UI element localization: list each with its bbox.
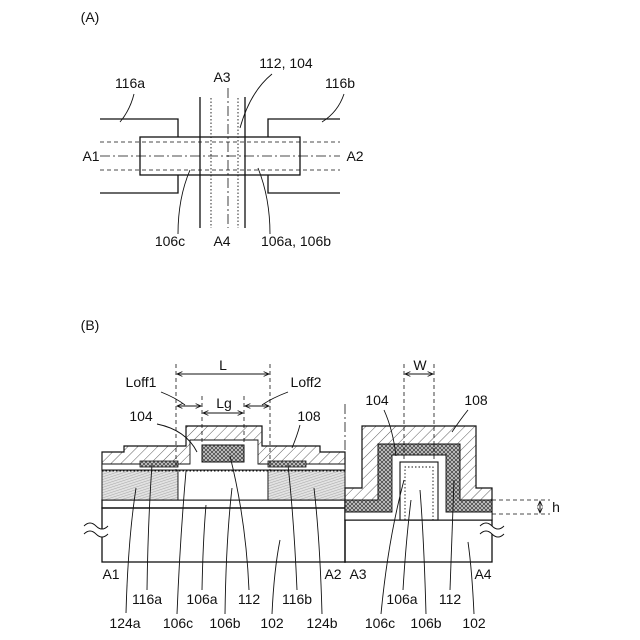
leader-102-right — [468, 542, 474, 614]
label-b-a3: A3 — [349, 566, 366, 582]
label-102-right: 102 — [462, 615, 486, 631]
label-106a-106b: 106a, 106b — [261, 233, 331, 249]
label-104-right: 104 — [365, 392, 389, 408]
label-106c: 106c — [155, 233, 185, 249]
label-106a-left: 106a — [186, 591, 217, 607]
label-116b: 116b — [325, 75, 355, 91]
electrode-116a-bar — [140, 461, 178, 467]
label-a1: A1 — [82, 148, 99, 164]
label-106b-right: 106b — [410, 615, 441, 631]
region-106b-left — [178, 470, 268, 500]
label-dim-lg: Lg — [216, 395, 232, 411]
label-108-right: 108 — [464, 392, 488, 408]
panel-b-label: (B) — [81, 317, 100, 333]
label-102-left: 102 — [260, 615, 284, 631]
label-116a: 116a — [115, 75, 145, 91]
label-b-a4: A4 — [474, 566, 491, 582]
label-112-left: 112 — [238, 591, 261, 607]
fin-106-right — [400, 462, 438, 520]
leader-106b-left — [225, 488, 232, 614]
label-dim-l: L — [219, 357, 227, 373]
gate-112-left — [202, 445, 244, 462]
region-124a — [102, 470, 178, 500]
leader-106c — [178, 170, 190, 234]
region-124b — [268, 470, 345, 500]
label-116b-b: 116b — [282, 591, 312, 607]
label-112-104: 112, 104 — [259, 55, 313, 71]
leader-loff2 — [262, 392, 288, 405]
label-b-a2: A2 — [324, 566, 341, 582]
leader-108-left — [292, 425, 300, 448]
label-a2: A2 — [346, 148, 363, 164]
label-106c-left: 106c — [163, 615, 193, 631]
electrode-116b-bar — [268, 461, 306, 467]
panel-a-label: (A) — [81, 9, 100, 25]
break-fill-left — [84, 523, 108, 537]
panel-b: (B) — [81, 317, 560, 631]
leader-loff1 — [161, 392, 185, 405]
label-124b: 124b — [306, 615, 337, 631]
leader-116a — [120, 94, 134, 122]
label-dim-h: h — [552, 499, 560, 515]
label-124a: 124a — [109, 615, 140, 631]
label-108-left: 108 — [297, 408, 321, 424]
label-b-a1: A1 — [102, 566, 119, 582]
label-a4: A4 — [213, 233, 230, 249]
label-112-right: 112 — [439, 591, 462, 607]
leader-106a-left — [202, 505, 206, 590]
label-106a-right: 106a — [386, 591, 417, 607]
layer-106a-left — [102, 500, 345, 508]
label-dim-loff2: Loff2 — [291, 374, 322, 390]
panel-a: (A) 116a A3 112, 104 116b A1 A2 106c A4 … — [81, 9, 364, 249]
label-a3: A3 — [213, 69, 230, 85]
leader-116b — [322, 94, 344, 122]
label-dim-loff1: Loff1 — [126, 374, 157, 390]
label-106c-right: 106c — [365, 615, 395, 631]
substrate-102-left — [102, 508, 345, 562]
leader-102-left — [272, 540, 280, 614]
leader-124b — [314, 488, 322, 614]
cross-section-a1-a2 — [84, 426, 345, 562]
label-116a-b: 116a — [132, 591, 162, 607]
label-106b-left: 106b — [209, 615, 240, 631]
label-104-left: 104 — [129, 408, 153, 424]
label-dim-w: W — [413, 357, 427, 373]
cross-section-a3-a4 — [345, 426, 504, 562]
